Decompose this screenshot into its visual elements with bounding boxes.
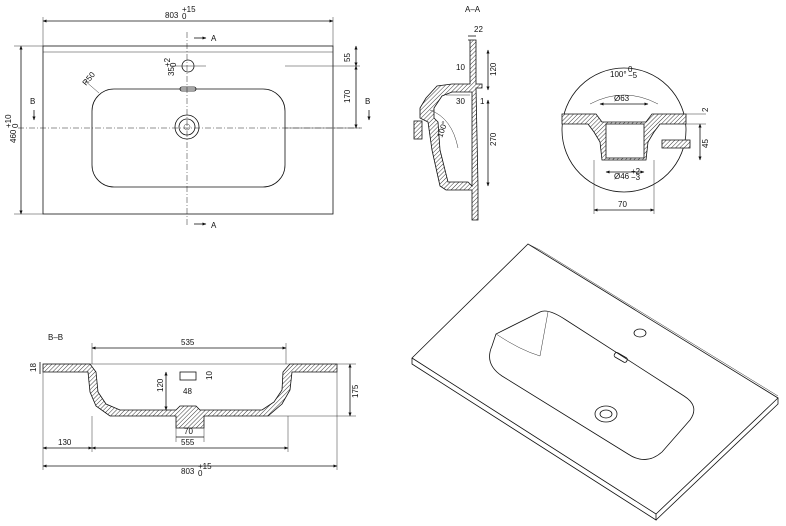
top-depth-tol-plus: +10: [4, 114, 13, 128]
section-mark-a-top: A: [211, 34, 217, 43]
detail-dim-45: 45: [701, 139, 710, 148]
section-aa-title: A–A: [465, 5, 481, 14]
detail-circle: [561, 67, 687, 193]
basin-outline: [91, 88, 286, 188]
top-width-tol-minus: 0: [182, 12, 187, 21]
bb-dim-555: 555: [181, 438, 195, 447]
detail-view: 100° 0 −5 Ø63 Ø46 +2 −3 2 45 70: [561, 65, 710, 214]
top-width-dim: 803: [165, 11, 179, 20]
iso-basin: [489, 310, 695, 460]
bb-dim-10: 10: [205, 371, 214, 380]
detail-dim-70: 70: [618, 200, 627, 209]
overflow-slot: [179, 86, 197, 92]
bb-dim-130: 130: [58, 438, 72, 447]
bb-dim-535: 535: [181, 338, 195, 347]
detail-angle-tol-minus: −5: [628, 71, 638, 80]
dim-55: 55: [343, 53, 352, 62]
bb-dim-803: 803: [181, 467, 195, 476]
section-mark-b-left: B: [30, 97, 35, 106]
detail-dia-63: Ø63: [614, 94, 630, 103]
tap-hole-dim: 35: [167, 67, 176, 76]
section-mark-b-right: B: [365, 97, 370, 106]
section-aa: A–A 22 10 120 30 270 1 100°: [413, 5, 498, 221]
section-bb: B–B 535 18 120 10 48 175 70 555: [29, 333, 360, 478]
section-aa-profile: [419, 39, 483, 221]
aa-dim-120: 120: [489, 62, 498, 76]
aa-dim-30: 30: [456, 97, 465, 106]
detail-dia-46-tol-minus: −3: [631, 173, 641, 182]
detail-angle: 100°: [610, 70, 627, 79]
section-mark-a-bottom: A: [211, 221, 217, 230]
bb-dim-18: 18: [29, 363, 38, 372]
tap-hole-tol-minus: 0: [169, 62, 178, 67]
iso-overflow: [613, 352, 628, 363]
bb-dim-120: 120: [156, 378, 165, 392]
section-bb-title: B–B: [48, 333, 63, 342]
aa-dim-10: 10: [456, 63, 465, 72]
top-view: A A B B 803 +15 0 460 +10 0 R50 35 +2: [4, 5, 371, 230]
dim-170: 170: [343, 89, 352, 103]
detail-dia-46: Ø46: [614, 172, 630, 181]
aa-dim-22: 22: [474, 25, 483, 34]
radius-label: R50: [81, 70, 98, 87]
detail-dia-46-tol-plus: +2: [631, 167, 641, 176]
iso-drain-outer: [594, 405, 618, 423]
isometric-view: [411, 243, 779, 521]
aa-dim-1: 1: [480, 97, 485, 106]
tap-hole-tol-plus: +2: [163, 57, 172, 67]
bb-dim-803-tol-minus: 0: [198, 469, 203, 478]
bb-dim-803-tol-plus: +15: [198, 462, 212, 471]
bb-dim-70: 70: [184, 427, 193, 436]
aa-dim-270: 270: [489, 132, 498, 146]
top-width-tol-plus: +15: [182, 5, 196, 14]
detail-dim-2: 2: [701, 107, 710, 112]
section-bb-profile: [42, 363, 338, 429]
iso-drain-inner: [599, 409, 613, 419]
bb-dim-175: 175: [351, 384, 360, 398]
top-depth-tol-minus: 0: [11, 123, 20, 128]
iso-tap-hole: [633, 328, 647, 338]
detail-angle-tol-plus: 0: [628, 65, 633, 74]
iso-top-surface: [411, 243, 779, 515]
top-depth-dim: 460: [9, 129, 18, 143]
top-outline: [42, 45, 334, 215]
bb-dim-48: 48: [183, 387, 192, 396]
